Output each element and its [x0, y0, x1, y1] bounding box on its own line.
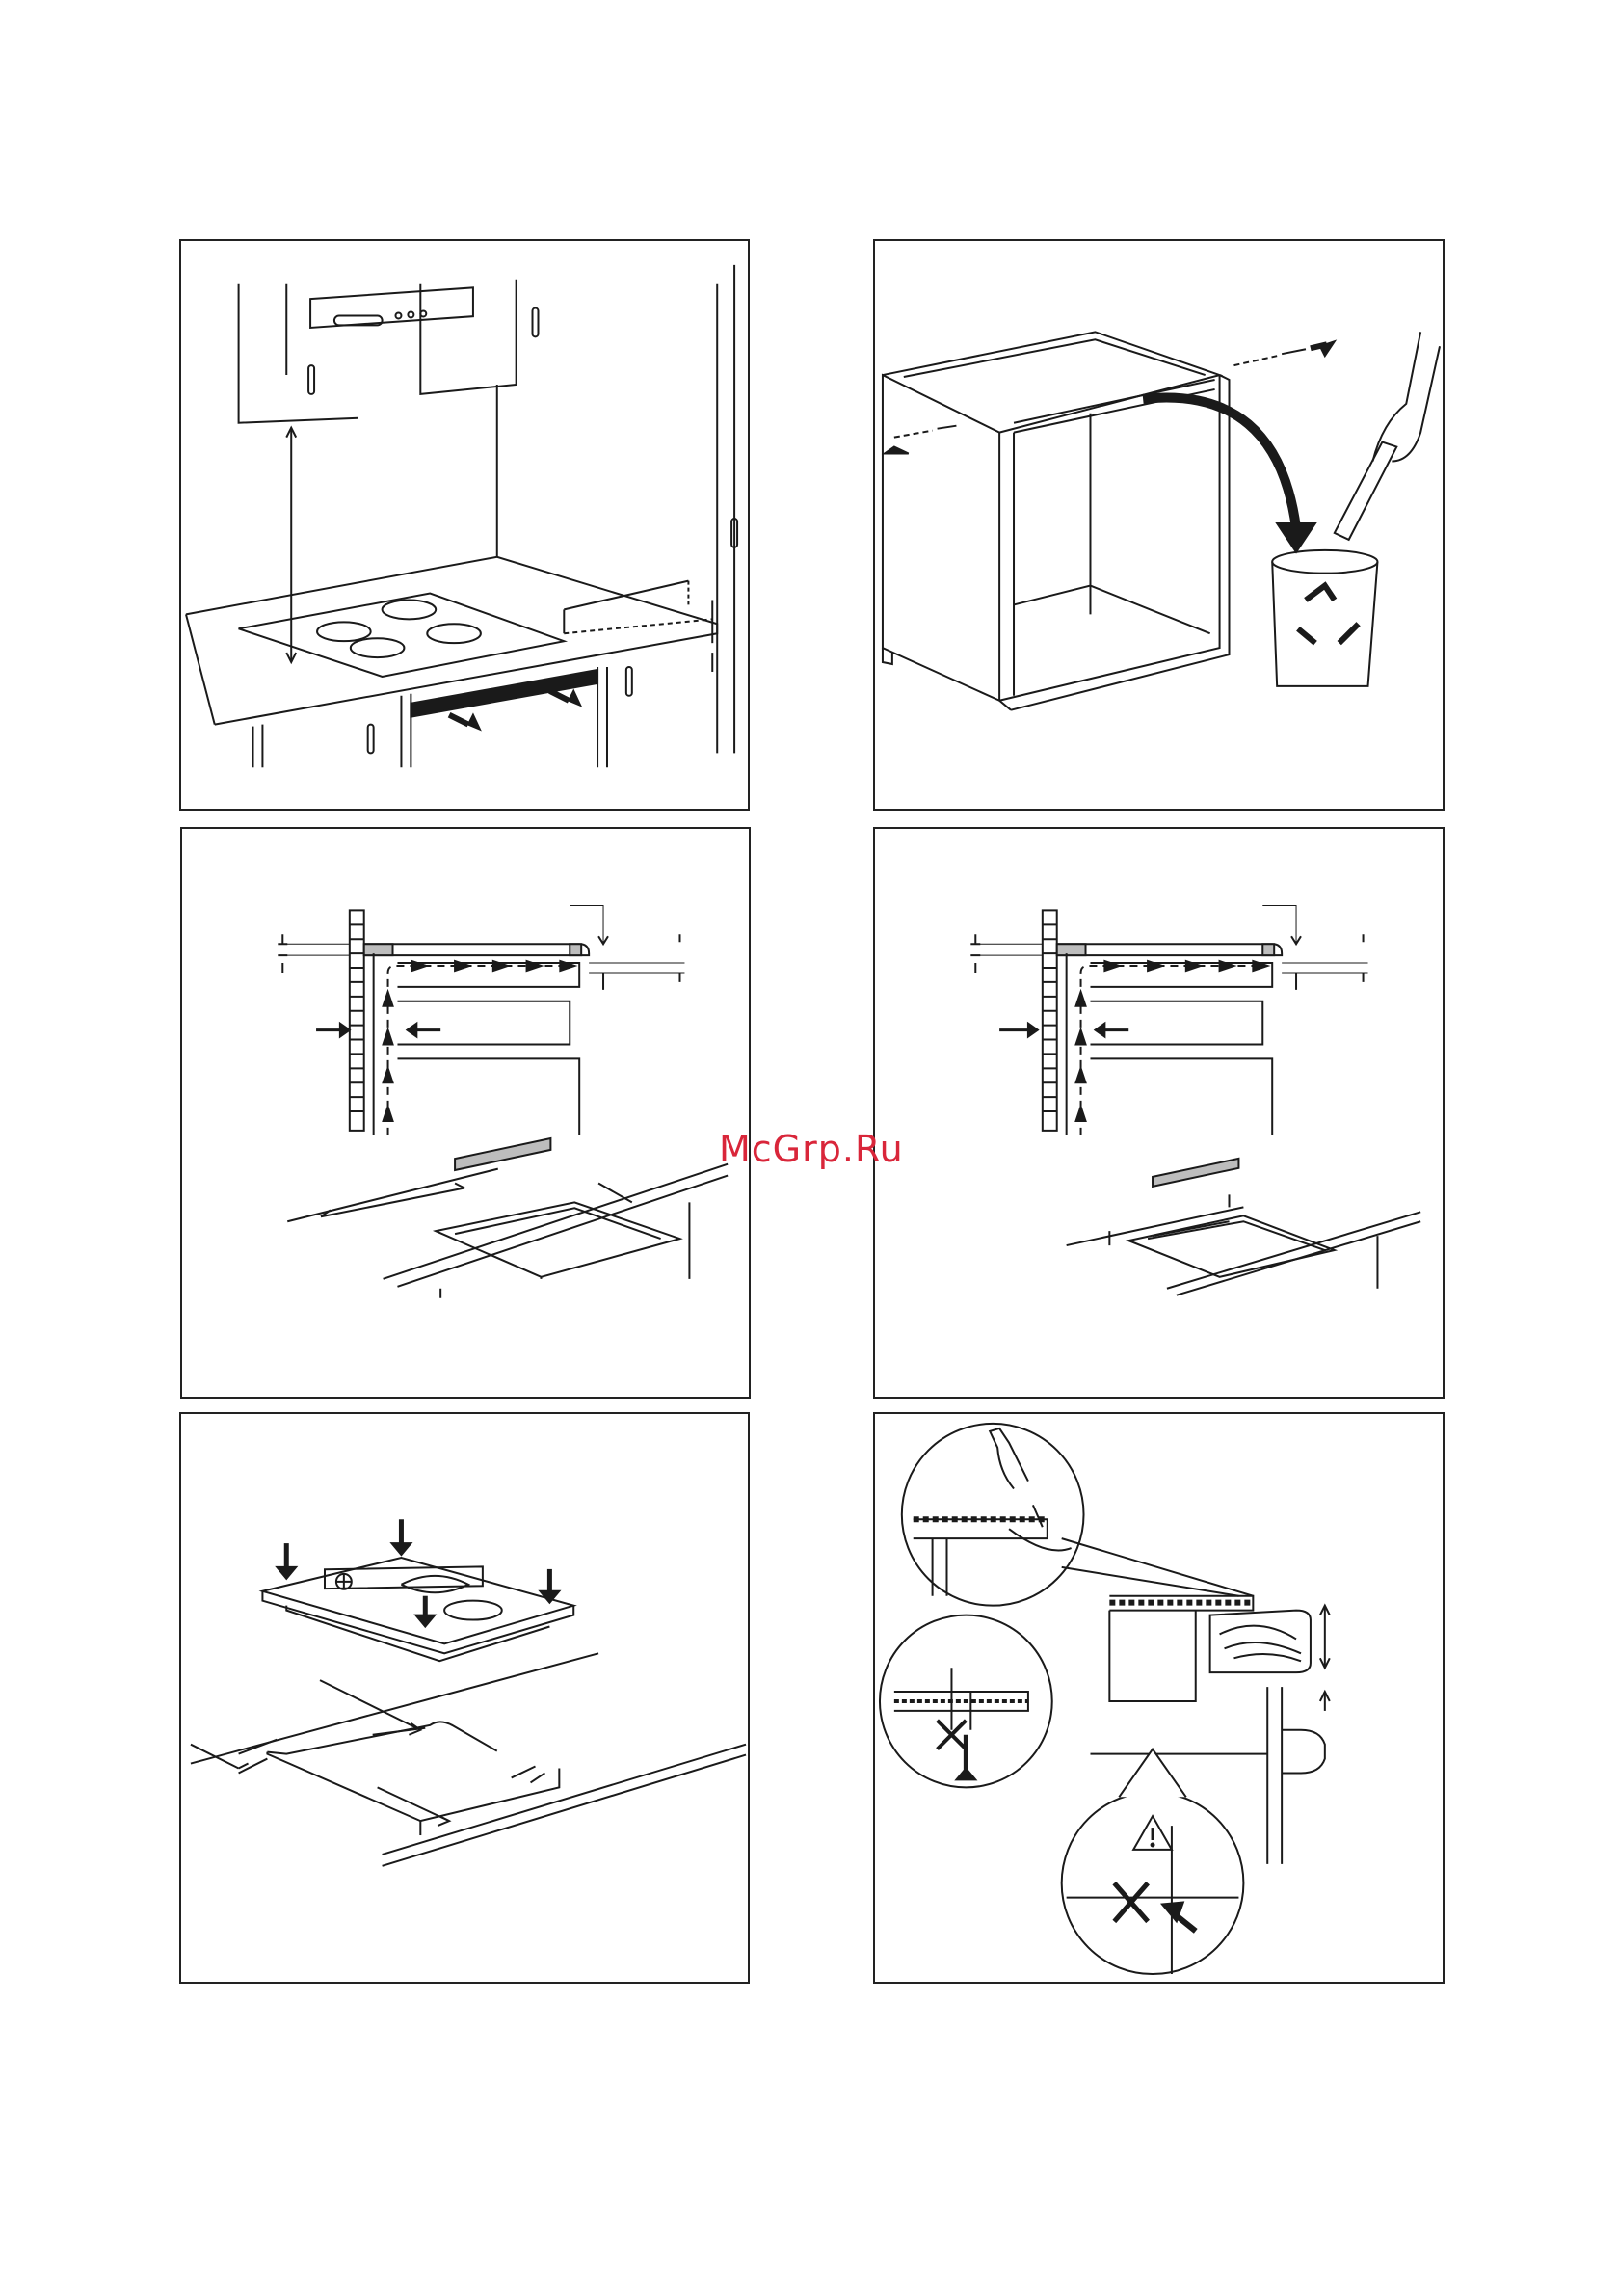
cabinet-illustration — [875, 241, 1443, 809]
panel-kitchen-overview — [179, 239, 750, 811]
panel-cabinet-strip-removal — [873, 239, 1445, 811]
panel-sealing-detail — [873, 1412, 1445, 1984]
watermark-text: McGrp.Ru — [719, 1128, 904, 1170]
kitchen-illustration — [181, 241, 748, 809]
panel-hob-insertion — [179, 1412, 750, 1984]
ventilation-drawer-illustration — [182, 829, 749, 1397]
panel-ventilation-oven — [873, 827, 1445, 1399]
ventilation-oven-illustration — [875, 829, 1443, 1397]
hob-insertion-illustration — [181, 1414, 748, 1982]
panel-ventilation-drawer — [180, 827, 751, 1399]
sealing-detail-illustration — [875, 1414, 1443, 1982]
